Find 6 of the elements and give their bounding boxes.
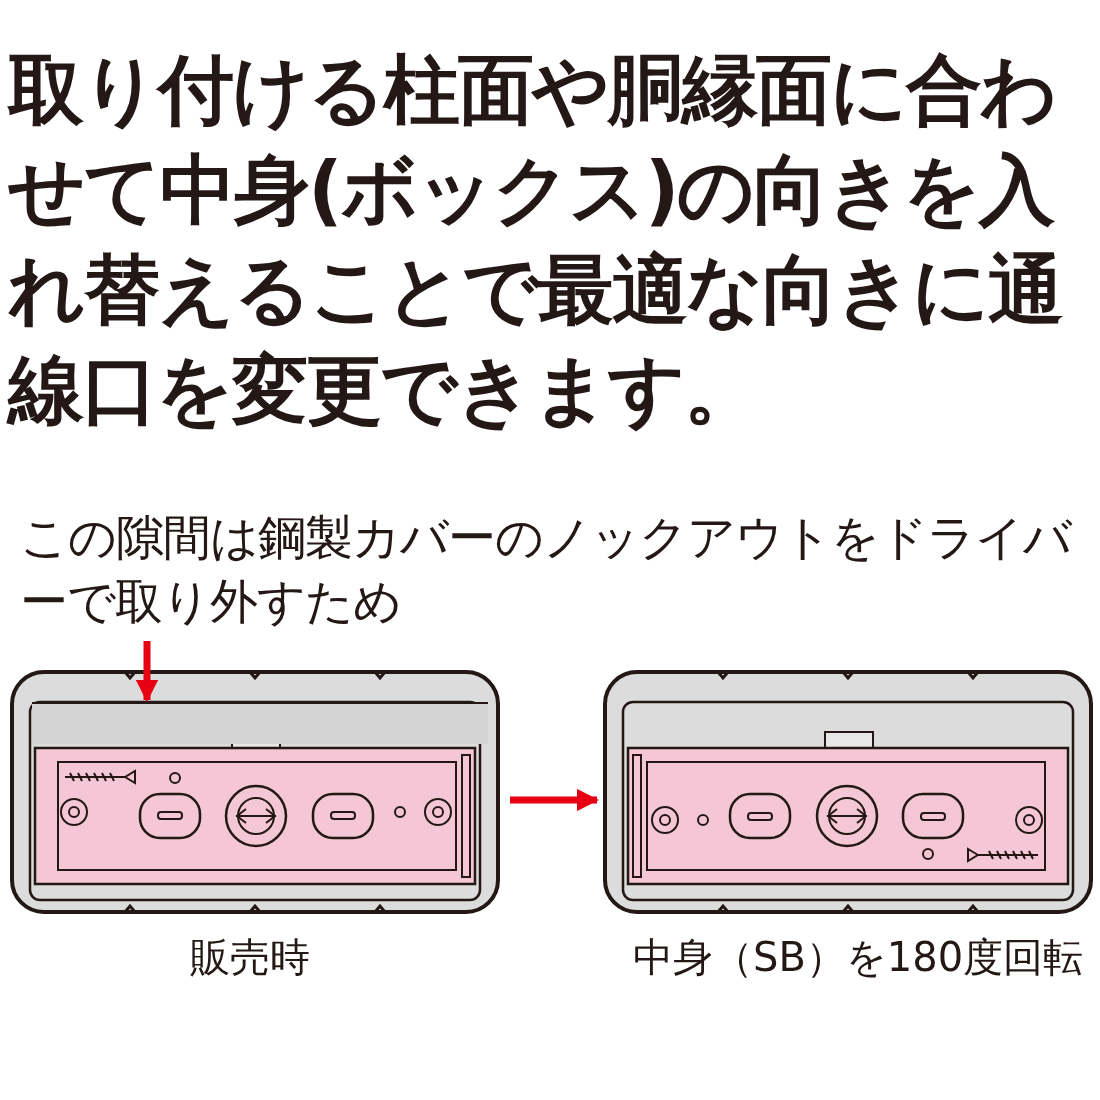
caption-text: 中身（SB）を180度回転 — [633, 933, 1084, 982]
note-text: この隙間は鋼製カバーのノックアウトをドライバーで取り外すため — [20, 505, 1095, 633]
gap-area — [32, 702, 488, 744]
arrow — [135, 641, 159, 703]
caption-text: 販売時 — [190, 933, 310, 982]
heading: 取り付ける柱面や胴縁面に合わせて中身(ボックス)の向きを入れ替えることで最適な向きに通線口を変更できます。 — [8, 44, 1064, 436]
